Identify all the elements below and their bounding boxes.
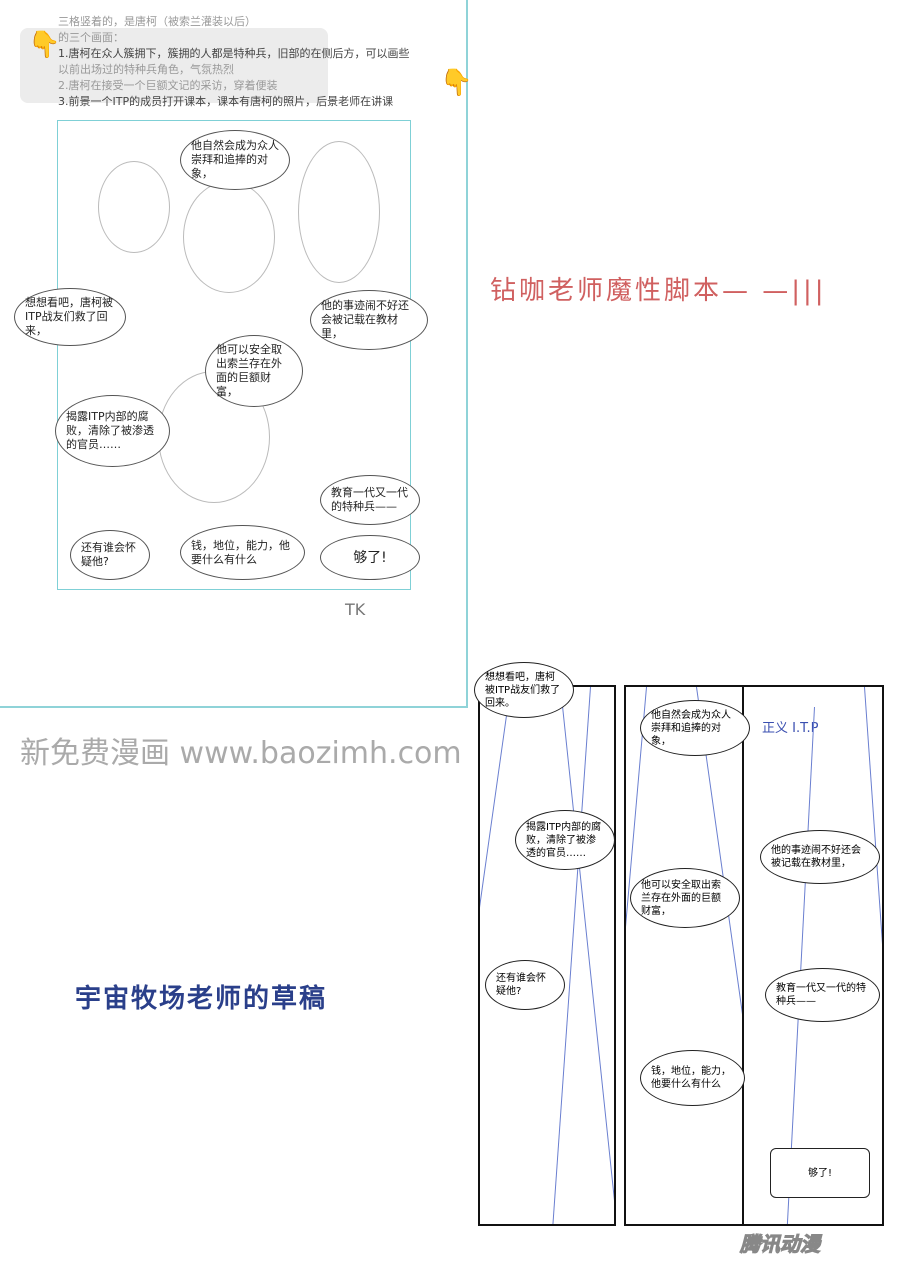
watermark-backdrop bbox=[20, 28, 328, 103]
note-line: 以前出场过的特种兵角色，气氛热烈 bbox=[58, 63, 234, 76]
sketch-panel bbox=[57, 120, 411, 590]
speech-bubble: 教育一代又一代的特种兵—— bbox=[320, 475, 420, 525]
note-line: 的三个画面： bbox=[58, 31, 124, 44]
speech-bubble: 钱，地位，能力，他要什么有什么 bbox=[640, 1050, 745, 1106]
note-line: 1.唐柯在众人簇拥下，簇拥的人都是特种兵，旧部的在侧后方，可以画些 bbox=[58, 47, 410, 60]
speech-bubble: 钱，地位，能力，他要什么有什么 bbox=[180, 525, 305, 580]
pointing-hand-icon: 👇 bbox=[440, 68, 473, 98]
speech-bubble: 教育一代又一代的特种兵—— bbox=[765, 968, 880, 1022]
note-line: 2.唐柯在接受一个巨额文记的采访，穿着便装 bbox=[58, 79, 278, 92]
note-line: 3.前景一个ITP的成员打开课本，课本有唐柯的照片，后景老师在讲课 bbox=[58, 95, 394, 108]
comic-panel-1 bbox=[478, 685, 616, 1226]
speech-bubble: 够了! bbox=[320, 535, 420, 580]
script-notes: 三格竖着的，是唐柯（被索兰灌装以后） 的三个画面： 1.唐柯在众人簇拥下，簇拥的… bbox=[58, 14, 458, 110]
speech-bubble: 他的事迹闹不好还会被记载在教材里， bbox=[310, 290, 428, 350]
speech-bubble: 想想看吧，唐柯被ITP战友们救了回来， bbox=[14, 288, 126, 346]
blackboard-text: 正义 I.T.P bbox=[762, 721, 819, 736]
speech-bubble: 他的事迹闹不好还会被记载在教材里， bbox=[760, 830, 880, 884]
speech-bubble: 他自然会成为众人崇拜和追捧的对象， bbox=[180, 130, 290, 190]
speech-bubble: 还有谁会怀疑他? bbox=[70, 530, 150, 580]
comic-panel-2 bbox=[624, 685, 744, 1226]
watermark: 新免费漫画 www.baozimh.com bbox=[20, 736, 462, 771]
speech-bubble: 揭露ITP内部的腐败，清除了被渗透的官员…… bbox=[55, 395, 170, 467]
comic-panel-3: 正义 I.T.P bbox=[742, 685, 884, 1226]
speech-bubble: 揭露ITP内部的腐败，清除了被渗透的官员…… bbox=[515, 810, 615, 870]
speech-bubble: 还有谁会怀疑他? bbox=[485, 960, 565, 1010]
sketch-page-frame bbox=[0, 0, 468, 708]
speech-bubble: 他自然会成为众人崇拜和追捧的对象， bbox=[640, 700, 750, 756]
publisher-logo: 腾讯动漫 bbox=[740, 1232, 821, 1257]
red-title: 钻咖老师魔性脚本— —||| bbox=[490, 276, 827, 306]
note-line: 三格竖着的，是唐柯（被索兰灌装以后） bbox=[58, 15, 256, 28]
pointing-hand-icon: 👇 bbox=[28, 30, 61, 60]
blue-title: 宇宙牧场老师的草稿 bbox=[75, 984, 328, 1014]
speech-bubble: 够了! bbox=[770, 1148, 870, 1198]
speech-bubble: 他可以安全取出索兰存在外面的巨额财富， bbox=[205, 335, 303, 407]
speech-bubble: 他可以安全取出索兰存在外面的巨额财富， bbox=[630, 868, 740, 928]
speech-bubble: 想想看吧，唐柯被ITP战友们救了回来。 bbox=[474, 662, 574, 718]
sketch-signature: TK bbox=[345, 600, 366, 619]
